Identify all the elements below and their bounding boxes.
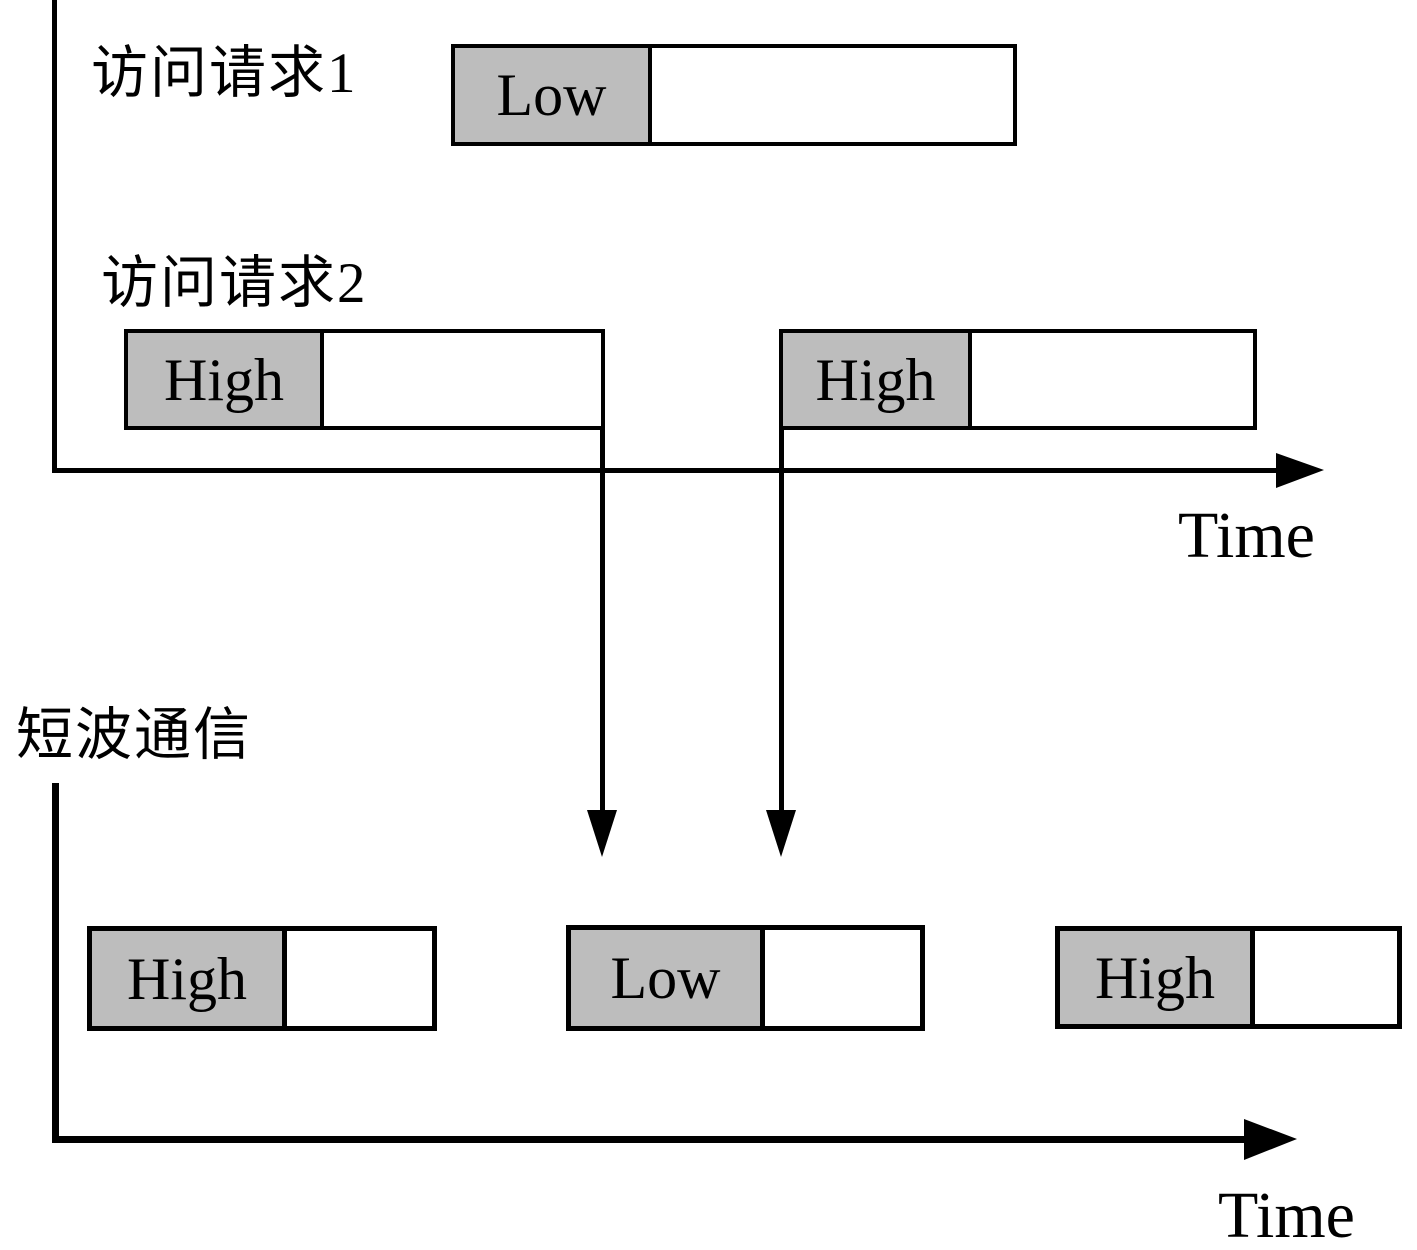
mapping-arrow-2-line <box>779 429 784 812</box>
top-axis-horizontal-line <box>52 468 1276 473</box>
mapping-arrow-1-head-icon <box>587 810 617 857</box>
request2-bar2-priority-segment: High <box>783 333 972 426</box>
bottom-time-label: Time <box>1218 1179 1355 1250</box>
request2-label: 访问请求2 <box>101 252 368 315</box>
request1-priority-segment: Low <box>455 48 652 142</box>
shortwave-slot1-priority-segment: High <box>92 931 287 1026</box>
top-time-label: Time <box>1178 499 1315 572</box>
bottom-axis-horizontal-line <box>52 1136 1244 1143</box>
bottom-axis-arrowhead-icon <box>1244 1119 1297 1160</box>
request2-bar-1: High <box>124 329 605 430</box>
bottom-axis-vertical-line <box>52 783 59 1143</box>
shortwave-slot3-priority-segment: High <box>1060 931 1255 1024</box>
request2-bar-2: High <box>779 329 1257 430</box>
shortwave-slot-1-bar: High <box>87 926 437 1031</box>
request1-label: 访问请求1 <box>91 42 358 105</box>
priority-label: Low <box>496 62 607 128</box>
mapping-arrow-1-line <box>600 429 605 812</box>
priority-label: Low <box>610 945 721 1011</box>
mapping-arrow-2-head-icon <box>766 810 796 857</box>
request1-bar: Low <box>451 44 1017 146</box>
request2-bar1-priority-segment: High <box>128 333 324 426</box>
priority-label: High <box>1095 944 1215 1011</box>
shortwave-slot-3-bar: High <box>1055 926 1402 1029</box>
priority-label: High <box>815 346 936 413</box>
shortwave-slot-2-bar: Low <box>566 925 925 1031</box>
top-axis-vertical-line <box>52 0 57 471</box>
priority-label: High <box>127 945 247 1012</box>
priority-label: High <box>164 346 284 413</box>
shortwave-label: 短波通信 <box>16 704 252 767</box>
top-axis-arrowhead-icon <box>1276 453 1324 488</box>
shortwave-slot2-priority-segment: Low <box>571 930 765 1026</box>
